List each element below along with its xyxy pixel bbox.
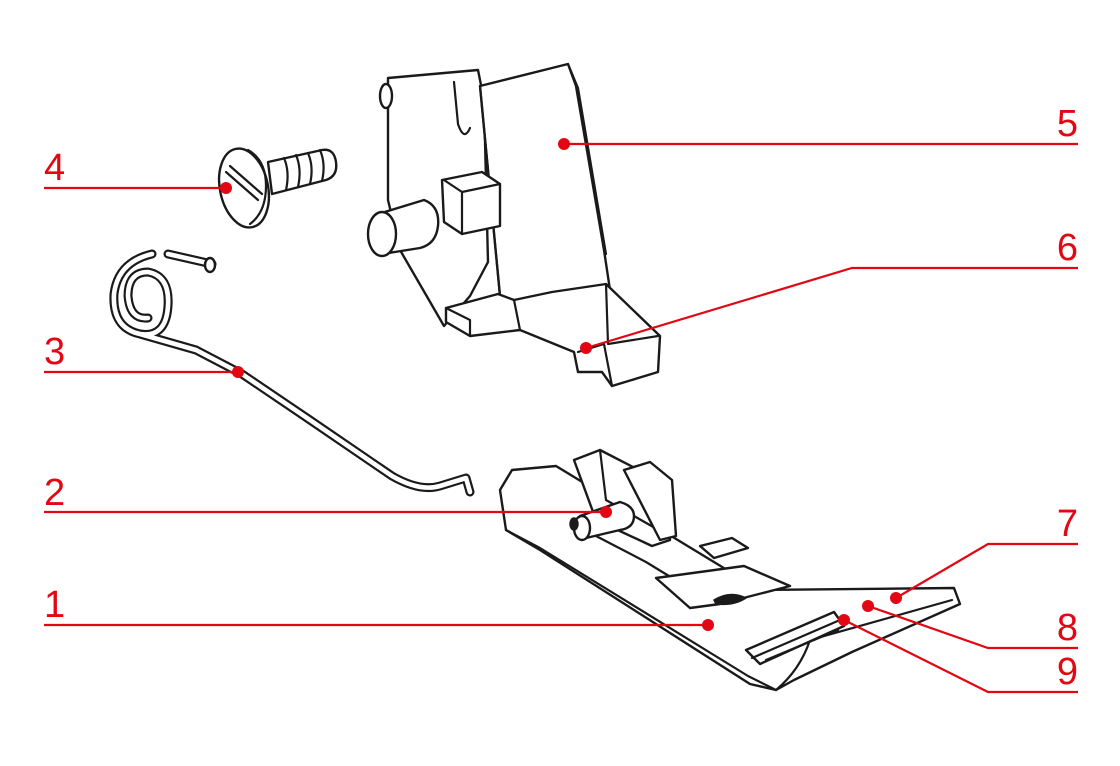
callout-dots	[220, 138, 902, 631]
callout-label-7: 7	[1057, 503, 1078, 545]
leader-line-6	[585, 266, 1078, 350]
shank-part	[366, 62, 662, 388]
callout-label-3: 3	[44, 331, 65, 373]
callout-dot-9	[838, 614, 850, 626]
callout-label-1: 1	[44, 584, 65, 626]
spring-part	[109, 249, 475, 497]
callout-dot-3	[232, 366, 244, 378]
callout-label-9: 9	[1057, 651, 1078, 693]
leader-line-8	[867, 604, 1078, 650]
callout-dot-2	[600, 506, 612, 518]
callout-dot-1	[702, 619, 714, 631]
callout-dot-8	[862, 600, 874, 612]
callout-label-4: 4	[44, 147, 65, 189]
callout-lines	[44, 142, 1078, 694]
callout-labels: 1 2 3 4 5 6 7 8 9	[44, 103, 1078, 693]
callout-dot-6	[580, 342, 592, 354]
leader-line-9	[843, 619, 1078, 694]
callout-label-2: 2	[44, 472, 65, 514]
callout-dot-5	[558, 138, 570, 150]
callout-label-8: 8	[1057, 607, 1078, 649]
screw-part	[217, 147, 338, 229]
callout-label-6: 6	[1057, 227, 1078, 269]
callout-dot-7	[890, 592, 902, 604]
callout-label-5: 5	[1057, 103, 1078, 145]
foot-sole-part	[498, 448, 962, 692]
leader-line-7	[895, 542, 1078, 599]
callout-dot-4	[220, 182, 232, 194]
